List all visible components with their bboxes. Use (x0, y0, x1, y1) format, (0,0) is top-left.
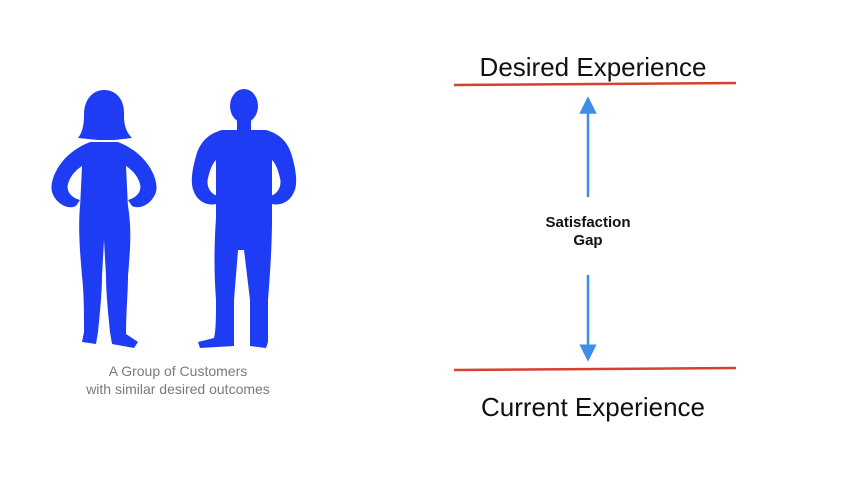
desired-experience-label: Desired Experience (479, 52, 707, 82)
current-experience-line (453, 366, 737, 372)
woman-silhouette-icon (51, 90, 157, 348)
gap-label-line-1: Satisfaction (545, 214, 631, 231)
current-experience-label: Current Experience (481, 392, 705, 422)
caption-line-2: with similar desired outcomes (86, 381, 270, 397)
satisfaction-gap-diagram (453, 81, 737, 372)
desired-experience-line (453, 81, 737, 87)
gap-label-line-2: Gap (573, 232, 603, 249)
caption-line-1: A Group of Customers (108, 363, 248, 379)
customers-caption: A Group of Customers with similar desire… (40, 362, 316, 398)
man-silhouette-icon (191, 89, 297, 348)
satisfaction-gap-label: Satisfaction Gap (513, 214, 663, 250)
customer-figures (51, 89, 297, 348)
